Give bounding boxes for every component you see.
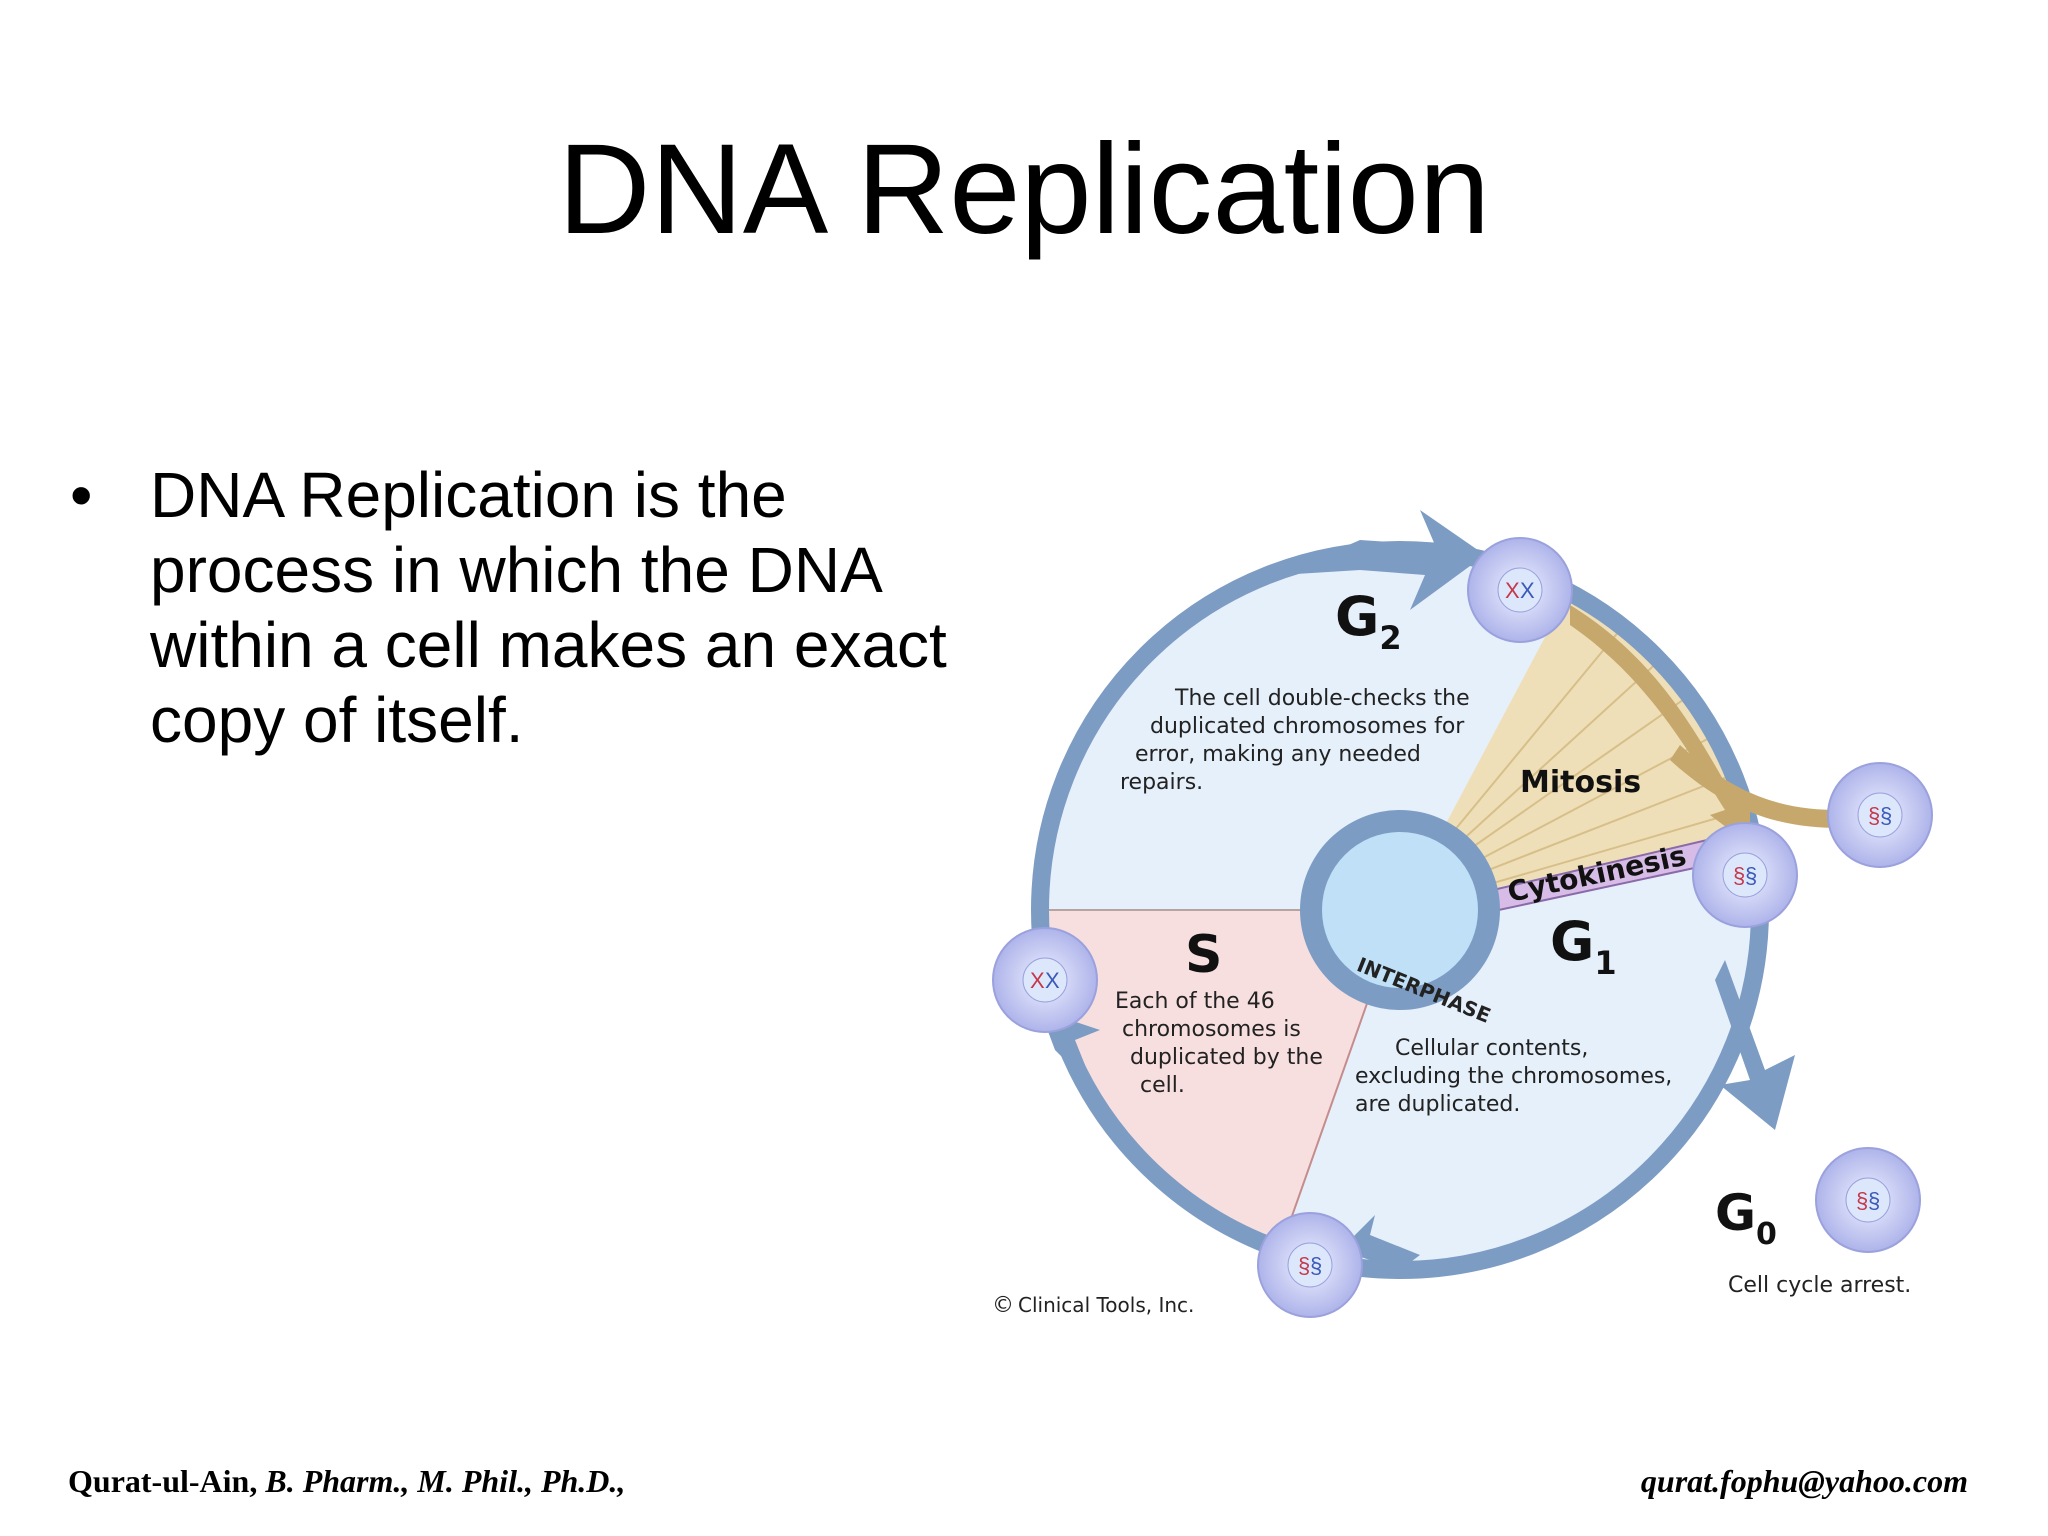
- author-degrees: B. Pharm., M. Phil., Ph.D.,: [265, 1463, 626, 1499]
- footer-email: qurat.fophu@yahoo.com: [1640, 1463, 1968, 1499]
- cell-daughter: §§: [1827, 762, 1933, 868]
- g0-description: Cell cycle arrest.: [1728, 1273, 1911, 1298]
- g1-label: G1: [1550, 910, 1617, 982]
- svg-text:§: §: [1298, 1253, 1310, 1278]
- svg-text:§: §: [1745, 863, 1757, 888]
- svg-text:§: §: [1868, 1188, 1880, 1213]
- credit-copyright-icon: ©: [992, 1293, 1014, 1318]
- svg-text:§: §: [1733, 863, 1745, 888]
- author-name: Qurat-ul-Ain,: [68, 1463, 258, 1499]
- svg-text:§: §: [1868, 803, 1880, 828]
- mitosis-branch-arrow-icon: [1670, 745, 1875, 840]
- bullet-marker: •: [70, 459, 93, 531]
- g0-arrow-icon: [1715, 960, 1795, 1130]
- mitosis-stripes: [1429, 629, 1746, 896]
- svg-text:X: X: [1520, 578, 1535, 603]
- svg-text:§: §: [1880, 803, 1892, 828]
- bullet-text: DNA Replication is the process in which …: [150, 459, 947, 756]
- cell-g0: §§: [1815, 1147, 1921, 1253]
- svg-text:X: X: [1505, 578, 1520, 603]
- g2-label: G2: [1335, 585, 1402, 657]
- svg-text:X: X: [1045, 968, 1060, 993]
- svg-text:§: §: [1856, 1188, 1868, 1213]
- g2-arrow-icon: [1280, 510, 1485, 610]
- g2-description: The cell double-checks the duplicated ch…: [1120, 686, 1477, 795]
- svg-text:X: X: [1030, 968, 1045, 993]
- cell-g1-right: §§: [1692, 822, 1798, 928]
- cell-bottom: §§: [1257, 1212, 1363, 1318]
- footer-author: Qurat-ul-Ain, B. Pharm., M. Phil., Ph.D.…: [68, 1463, 625, 1500]
- g1-description: Cellular contents, excluding the chromos…: [1355, 1036, 1679, 1117]
- mitosis-label: Mitosis: [1520, 765, 1641, 800]
- credit-label: Clinical Tools, Inc.: [1018, 1293, 1194, 1317]
- g0-label: G0: [1715, 1184, 1777, 1252]
- s-label: S: [1185, 925, 1222, 985]
- svg-text:§: §: [1310, 1253, 1322, 1278]
- interphase-core: [1322, 832, 1478, 988]
- s-description: Each of the 46 chromosomes is duplicated…: [1115, 989, 1330, 1098]
- slide-title: DNA Replication: [558, 118, 1490, 261]
- mitosis-arrow-icon: [1570, 605, 1750, 845]
